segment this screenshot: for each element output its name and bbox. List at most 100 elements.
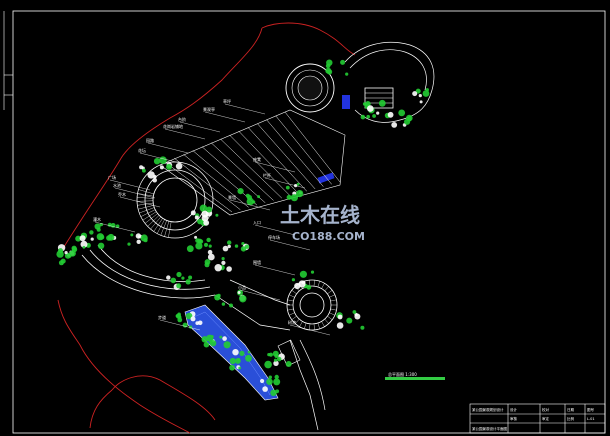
- tree-symbol: [177, 317, 183, 323]
- tree-symbol: [285, 185, 290, 190]
- water-channel: [184, 304, 279, 401]
- leader-line: [139, 152, 181, 164]
- tree-symbol: [79, 235, 86, 242]
- tree-symbol: [185, 279, 191, 285]
- tree-symbol: [299, 270, 307, 278]
- tree-symbol: [75, 235, 82, 242]
- tree-symbol: [214, 264, 222, 272]
- north-loop-path: [344, 42, 435, 123]
- sheet-number: L-01: [587, 417, 595, 421]
- tree-symbol: [422, 90, 430, 97]
- tree-symbol: [367, 105, 374, 112]
- tree-symbol: [229, 364, 236, 371]
- tree-symbol: [325, 63, 331, 69]
- promenade-stripes: [159, 109, 346, 216]
- tree-symbol: [89, 230, 94, 235]
- tree-symbol: [147, 171, 155, 179]
- tree-symbol: [195, 238, 200, 243]
- tree-symbol: [222, 336, 227, 341]
- tree-symbol: [425, 88, 429, 92]
- tree-symbol: [96, 233, 104, 241]
- tree-symbol: [285, 361, 292, 367]
- tree-symbol: [221, 260, 226, 265]
- tree-symbol: [273, 360, 279, 366]
- tree-symbol: [189, 325, 193, 329]
- watermark-main: 土木在线: [280, 203, 360, 227]
- annotation-label: 景观亭: [203, 106, 215, 112]
- tree-symbol: [115, 224, 120, 228]
- tree-symbol: [194, 235, 198, 239]
- sheet-label: 图号: [587, 407, 595, 412]
- annotation-label: 入口: [253, 220, 261, 225]
- tree-symbol: [60, 258, 66, 264]
- tree-symbol: [252, 200, 256, 204]
- tree-symbol: [199, 204, 208, 212]
- tree-symbol: [186, 245, 194, 253]
- annotation-label: 灌木: [93, 216, 101, 222]
- blue-step-top: [342, 95, 350, 109]
- note-top: 某公园景观设计平面图: [472, 426, 507, 431]
- check-label: 校对: [542, 407, 550, 412]
- tree-symbol: [276, 356, 282, 362]
- tree-symbol: [140, 234, 148, 242]
- tree-symbol: [204, 259, 211, 265]
- tree-symbol: [264, 360, 272, 369]
- tree-symbol: [203, 341, 210, 348]
- annotation-label: 树池: [288, 319, 296, 325]
- leader-line: [109, 179, 151, 191]
- tree-symbol: [175, 162, 183, 170]
- tree-symbol: [152, 177, 157, 183]
- tree-symbol: [227, 240, 232, 245]
- vegetation-layer: [56, 59, 430, 396]
- tree-symbol: [64, 251, 68, 255]
- tree-symbol: [185, 312, 193, 320]
- tree-symbol: [194, 215, 199, 220]
- leader-line: [159, 319, 201, 331]
- stair-hatch: [137, 189, 172, 238]
- tree-symbol: [247, 350, 251, 354]
- tree-symbol: [310, 270, 315, 274]
- tree-symbol: [159, 156, 167, 164]
- drawing-name: 某公园景观规划设计: [472, 407, 504, 412]
- design-label: 设计: [510, 407, 518, 412]
- tree-symbol: [232, 349, 239, 356]
- annotation-label: 围墙: [253, 259, 261, 265]
- annotation-label: 广场: [108, 174, 116, 180]
- title-block: [469, 403, 606, 434]
- tree-symbol: [166, 275, 171, 280]
- tree-symbol: [176, 283, 182, 289]
- annotation-label: 停车场: [268, 234, 280, 240]
- leader-line: [147, 142, 189, 154]
- tree-symbol: [387, 111, 394, 118]
- tree-symbol: [337, 314, 343, 320]
- scale-title: 总平面图 1:300: [388, 371, 417, 377]
- leader-line: [224, 103, 266, 115]
- tree-symbol: [207, 249, 213, 255]
- tree-symbol: [354, 312, 358, 317]
- annotation-label: 园路: [146, 137, 154, 143]
- leader-line: [179, 121, 221, 133]
- promenade-hatch: [164, 111, 341, 213]
- leader-line: [239, 289, 281, 301]
- leader-line: [254, 224, 296, 236]
- annotation-label: 景墙: [228, 194, 236, 200]
- fountain-plaza-top: [285, 63, 335, 113]
- annotation-label: 花岗岩铺地: [163, 123, 183, 129]
- tree-symbol: [376, 111, 380, 115]
- tree-symbol: [290, 194, 298, 202]
- tree-symbol: [260, 378, 265, 384]
- tree-symbol: [223, 341, 231, 349]
- annotation-leaders: 花岗岩铺地台阶景观亭草坪花坛园路广场水池乔木灌木座凳栏杆景墙入口停车场围墙小品树…: [93, 98, 331, 336]
- tree-symbol: [110, 223, 116, 228]
- annotation-label: 乔木: [118, 191, 126, 197]
- tree-symbol: [268, 375, 272, 379]
- site-boundary: [57, 22, 356, 434]
- tree-symbol: [418, 94, 422, 98]
- tree-symbol: [221, 257, 225, 261]
- tree-symbol: [64, 252, 71, 259]
- tree-symbol: [90, 237, 94, 241]
- tree-symbol: [69, 250, 76, 257]
- tree-symbol: [346, 317, 353, 324]
